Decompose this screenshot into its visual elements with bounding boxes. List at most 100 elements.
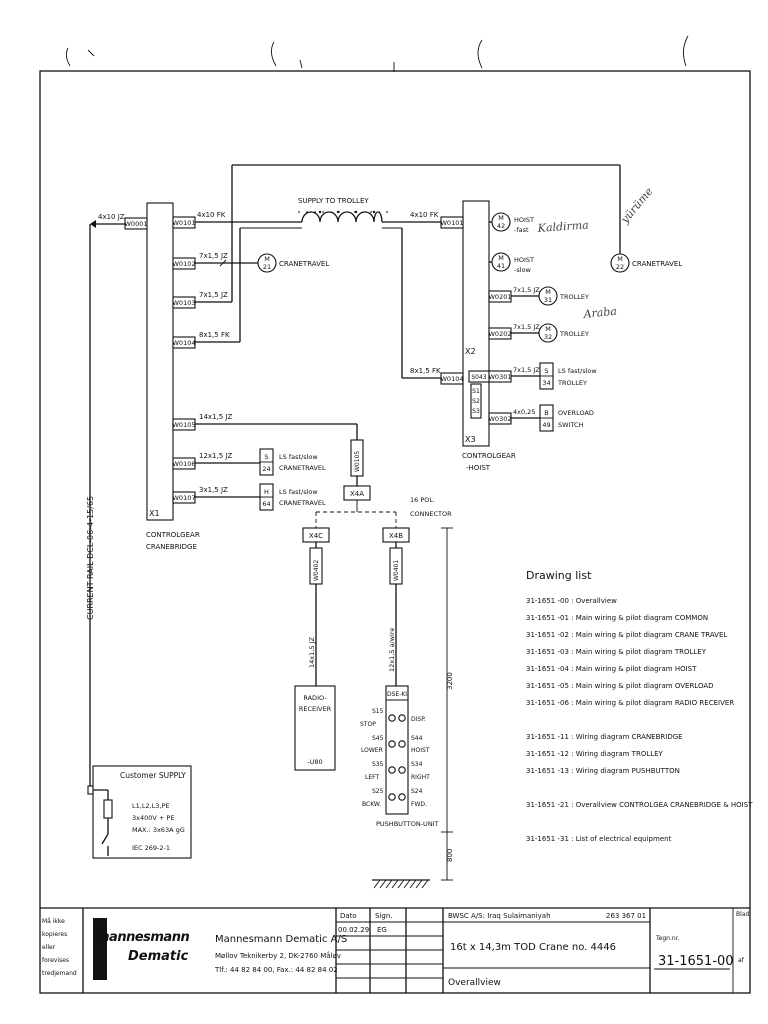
pushbutton-unit: DSE-KI PUSHBUTTON-UNIT [376,685,439,828]
svg-text:S1: S1 [472,388,480,395]
motor-m21: M 21 CRANETRAVEL [257,253,329,273]
radio-receiver: RADIO- RECEIVER -U80 [294,685,336,771]
wire-w0106: 12x1,5 JZ [195,452,260,464]
svg-text:MAX.: 3x63A gG: MAX.: 3x63A gG [132,826,185,834]
svg-text:-slow: -slow [514,266,532,274]
motor-m41: M 41 HOIST -slow [489,252,534,274]
svg-text:W0101: W0101 [173,219,196,227]
svg-text:Customer SUPPLY: Customer SUPPLY [120,771,186,780]
wire-w0102: 7x1,5 JZ [195,252,260,267]
drawing-list: Drawing list 31-1651 -00 : Overallview 3… [526,569,753,843]
company-phone: Tlf.: 44 82 84 00, Fax.: 44 82 84 02 [214,966,338,974]
company-name: Mannesmann Dematic A/S [215,934,347,945]
svg-text:12x1,5 a/wire: 12x1,5 a/wire [388,628,396,672]
svg-text:W0107: W0107 [173,494,196,502]
pushbutton-row-left-right: S35 LEFT S34 RIGHT [365,761,430,781]
x2-id: X2 [465,347,476,356]
svg-text:M: M [545,325,551,333]
drawing-list-item: 31-1651 -00 : Overallview [526,597,617,605]
svg-text:22: 22 [616,263,624,271]
connector-x4b: X4B W0401 12x1,5 a/wire [382,527,410,686]
svg-text:7x1,5 JZ: 7x1,5 JZ [199,291,228,299]
svg-text:TROLLEY: TROLLEY [559,293,589,301]
svg-text:L1,L2,L3,PE: L1,L2,L3,PE [132,802,170,810]
svg-text:FWD.: FWD. [411,801,427,808]
svg-text:LS fast/slow: LS fast/slow [279,453,318,461]
wire-w0202: 7x1,5 JZ [511,323,540,334]
tegn-label: Tegn.nr. [655,935,680,942]
motor-m42: M 42 HOIST -fast [489,212,534,234]
motor-m31: M 31 TROLLEY [538,286,589,306]
af-label: af [738,957,745,964]
svg-text:SWITCH: SWITCH [558,421,584,429]
wire-w0302: 4x0,25 [511,408,540,419]
notice-line: tredjemand [42,970,77,977]
svg-text:X4C: X4C [309,532,323,540]
svg-text:DSE-KI: DSE-KI [387,691,407,698]
drawing-list-item: 31-1651 -05 : Main wiring & pilot diagra… [526,682,714,690]
svg-text:RIGHT: RIGHT [411,774,430,781]
drawing-date: 00.02.29 [338,926,369,934]
svg-text:W0101: W0101 [441,219,464,227]
connector-x4c: X4C W0402 14x1,5 JZ [302,527,330,686]
dato-label: Dato [340,912,357,920]
svg-text:S24: S24 [411,788,423,795]
svg-text:8x1,5 FK: 8x1,5 FK [410,367,441,375]
svg-text:S25: S25 [372,788,384,795]
company-address: Møllov Teknikerby 2, DK-2760 Måløv [215,951,341,960]
drawing-list-item: 31-1651 -02 : Main wiring & pilot diagra… [526,631,727,639]
sign-label: Sign. [375,912,393,920]
svg-text:S043: S043 [471,374,486,381]
svg-text:4x0,25: 4x0,25 [513,408,535,416]
svg-text:31: 31 [544,296,552,304]
svg-text:S34: S34 [411,761,423,768]
drawing-list-item: 31-1651 -04 : Main wiring & pilot diagra… [526,665,697,673]
svg-text:W0401: W0401 [393,560,400,581]
svg-text:S2: S2 [472,398,480,405]
svg-text:M: M [545,288,551,296]
svg-text:RADIO-: RADIO- [303,694,327,702]
svg-text:S: S [544,367,548,375]
svg-text:49: 49 [542,421,550,429]
svg-text:W0103: W0103 [173,299,196,307]
svg-text:TROLLEY: TROLLEY [559,330,589,338]
drawing-list-item: 31-1651 -03 : Main wiring & pilot diagra… [526,648,707,656]
svg-text:LEFT: LEFT [365,774,379,781]
svg-text:IEC 269-2-1: IEC 269-2-1 [132,844,170,852]
svg-text:S35: S35 [372,761,384,768]
drawing-list-item: 31-1651 -12 : Wiring diagram TROLLEY [526,750,664,758]
blad-label: Blad [736,911,749,918]
svg-text:CRANETRAVEL: CRANETRAVEL [279,499,326,507]
svg-text:W0105: W0105 [354,451,361,472]
svg-text:mannesmann: mannesmann [96,930,189,945]
svg-text:W0102: W0102 [173,260,196,268]
notice-line: eller [42,944,56,951]
current-rail-label: CURRENT RAIL DCL-06-4-15/65 [86,496,95,620]
svg-text:S15: S15 [372,708,384,715]
x1-id: X1 [149,509,160,518]
rail-arrow [90,220,96,228]
svg-text:3x1,5 JZ: 3x1,5 JZ [199,486,228,494]
svg-text:M: M [617,255,623,263]
drawing-list-item: 31-1651 -11 : Wiring diagram CRANEBRIDGE [526,733,683,741]
svg-text:M: M [498,214,504,222]
x1-controlgear [146,202,174,521]
order-number: 263 367 01 [606,912,646,920]
svg-text:Dematic: Dematic [128,949,189,964]
pushbutton-row-fwd-bckw: S25 BCKW. S24 FWD. [362,788,427,808]
svg-text:4x10 FK: 4x10 FK [410,211,439,219]
svg-text:21: 21 [263,263,271,271]
svg-text:24: 24 [262,465,270,473]
x3-label2: -HOIST [466,464,491,472]
svg-text:M: M [264,255,270,263]
svg-text:7x1,5 JZ: 7x1,5 JZ [513,323,540,331]
scan-artifacts [65,35,689,72]
svg-text:8x1,5 FK: 8x1,5 FK [199,331,230,339]
wire-w0301: 7x1,5 JZ [511,366,540,377]
svg-text:CRANETRAVEL: CRANETRAVEL [632,260,682,268]
customer-supply: Customer SUPPLY L1,L2,L3,PE 3x400V + PE … [87,765,192,859]
company-logo: mannesmann Dematic [93,918,190,980]
svg-text:34: 34 [542,379,550,387]
svg-text:HOIST: HOIST [514,216,534,224]
height-dimension: 3200 800 [441,527,454,881]
